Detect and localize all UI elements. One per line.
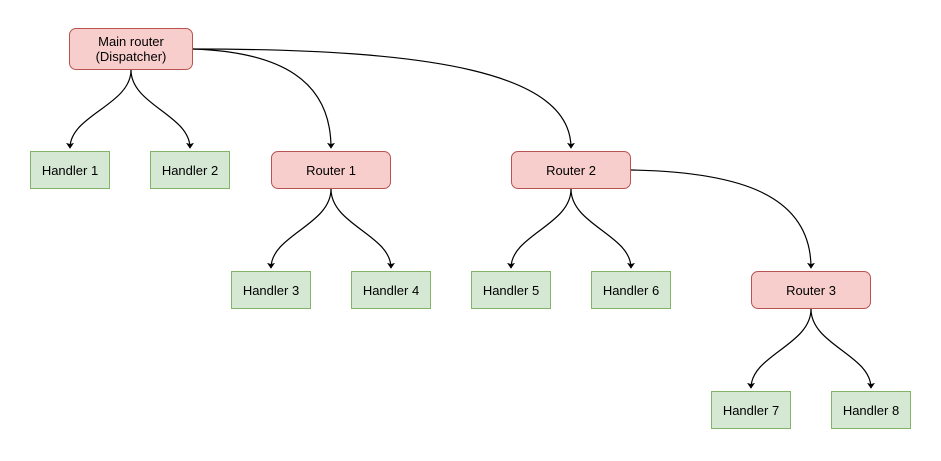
node-router2[interactable]: Router 2 [511, 151, 631, 189]
node-label-handler6: Handler 6 [602, 282, 660, 298]
node-handler4[interactable]: Handler 4 [351, 271, 431, 309]
edge-router2-handler6 [570, 188, 635, 269]
edge-router2-router3 [630, 169, 815, 269]
node-label-router1: Router 1 [306, 162, 356, 178]
node-label-handler1: Handler 1 [41, 162, 99, 178]
edge-router1-handler4 [330, 188, 395, 269]
node-router1[interactable]: Router 1 [271, 151, 391, 189]
node-label-handler7: Handler 7 [722, 402, 780, 418]
node-main[interactable]: Main router (Dispatcher) [69, 28, 193, 70]
node-router3[interactable]: Router 3 [751, 271, 871, 309]
edge-router3-handler8 [810, 308, 875, 389]
node-handler2[interactable]: Handler 2 [150, 151, 230, 189]
node-label-handler4: Handler 4 [362, 282, 420, 298]
edge-main-handler1 [66, 69, 132, 149]
node-label-router3: Router 3 [786, 282, 836, 298]
edge-main-handler2 [130, 69, 194, 149]
edge-router3-handler7 [747, 308, 812, 389]
node-handler1[interactable]: Handler 1 [30, 151, 110, 189]
node-label-main: Main router (Dispatcher) [95, 34, 167, 64]
node-handler5[interactable]: Handler 5 [471, 271, 551, 309]
node-label-router2: Router 2 [546, 162, 596, 178]
node-label-handler5: Handler 5 [482, 282, 540, 298]
edge-main-router2 [192, 48, 575, 149]
node-handler7[interactable]: Handler 7 [711, 391, 791, 429]
node-handler8[interactable]: Handler 8 [831, 391, 911, 429]
node-label-handler2: Handler 2 [161, 162, 219, 178]
node-handler3[interactable]: Handler 3 [231, 271, 311, 309]
edge-main-router1 [192, 48, 335, 149]
node-label-handler8: Handler 8 [842, 402, 900, 418]
node-handler6[interactable]: Handler 6 [591, 271, 671, 309]
edge-router1-handler3 [267, 188, 332, 269]
edge-paths [66, 48, 875, 389]
node-label-handler3: Handler 3 [242, 282, 300, 298]
edge-router2-handler5 [507, 188, 572, 269]
